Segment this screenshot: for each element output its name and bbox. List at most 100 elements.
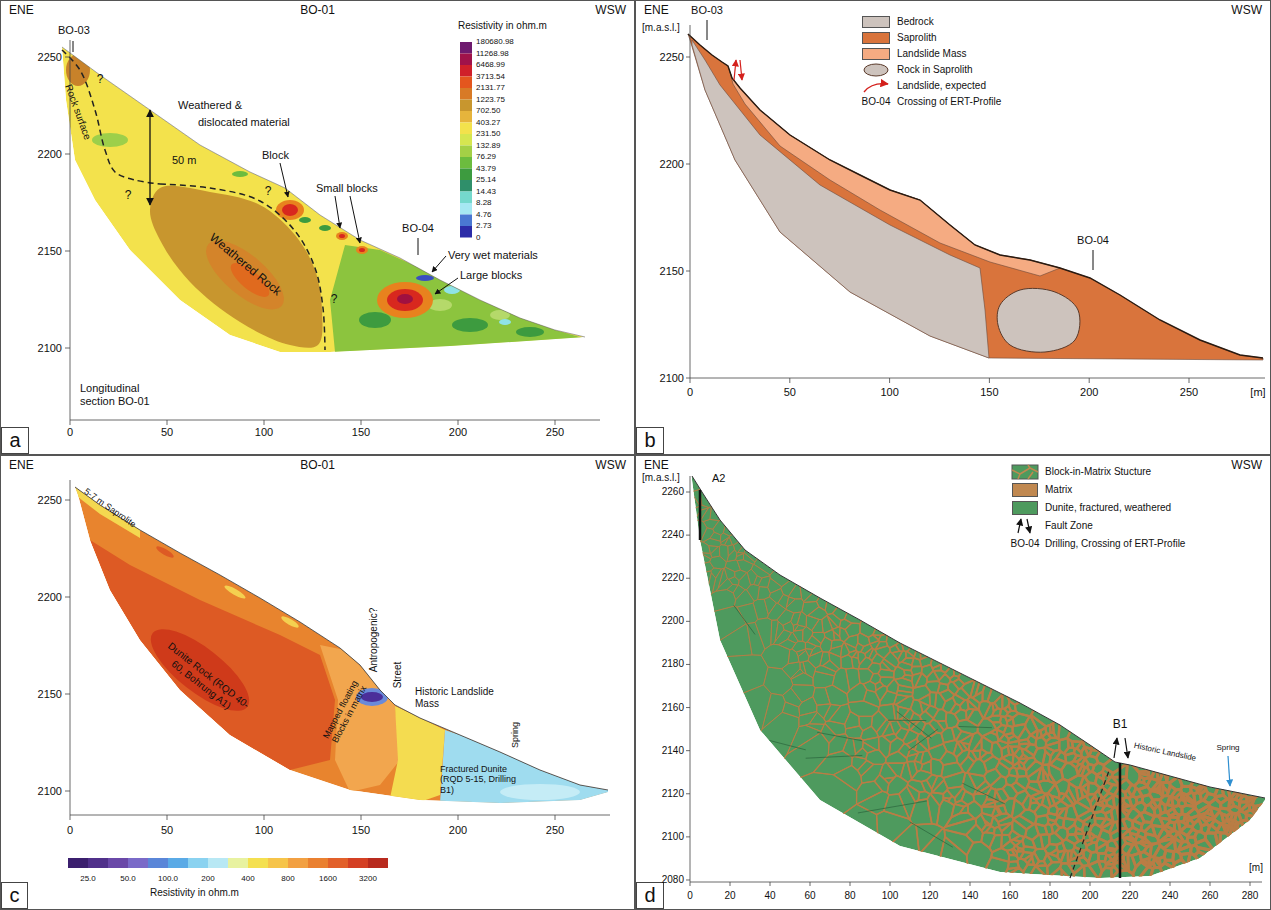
matrix-cell	[975, 857, 1009, 890]
matrix-cell	[915, 673, 928, 688]
matrix-cell	[680, 685, 771, 854]
matrix-cell	[846, 668, 860, 690]
matrix-cell	[1048, 784, 1059, 798]
landslide-mass	[730, 72, 1060, 276]
axis-tick-mark	[70, 420, 71, 425]
colorbar-step	[460, 169, 472, 181]
axis-tick: 2150	[38, 245, 62, 258]
matrix-cell	[813, 751, 852, 775]
axis-tick: 0	[687, 386, 693, 399]
matrix-cell	[946, 712, 959, 728]
fracture-line	[910, 822, 953, 847]
matrix-cell	[982, 645, 1006, 701]
colorbar-step	[460, 111, 472, 123]
matrix-cell	[1220, 833, 1259, 890]
annotation: Street	[392, 662, 404, 689]
matrix-cell	[764, 667, 793, 695]
anomaly	[139, 616, 261, 725]
matrix-cell	[896, 728, 909, 741]
axis-tick-mark	[690, 882, 691, 886]
axis-tick: 2180	[662, 659, 684, 671]
axis-tick: 120	[922, 890, 939, 902]
matrix-cell	[844, 460, 955, 624]
colorbar-step	[460, 226, 472, 238]
axis-tick-mark	[810, 882, 811, 886]
anomaly	[195, 229, 294, 321]
block	[359, 248, 365, 252]
matrix-cell	[1117, 820, 1126, 829]
colorbar-value: 800	[281, 874, 294, 883]
colorbar-step	[68, 858, 88, 868]
colorbar-step	[460, 203, 472, 215]
axis-tick-mark	[65, 348, 70, 349]
matrix-cell	[824, 629, 834, 640]
colorbar-step	[328, 858, 348, 868]
axis-tick-mark	[890, 882, 891, 886]
axis-tick-mark	[686, 664, 690, 665]
axis-tick: 2200	[38, 591, 62, 604]
matrix-cell	[1224, 531, 1270, 799]
matrix-cell	[1107, 777, 1119, 786]
matrix-cell	[809, 712, 825, 724]
legend-sample-line	[864, 84, 888, 92]
matrix-cell	[927, 775, 938, 789]
matrix-cell	[1058, 808, 1067, 819]
matrix-cell	[931, 628, 950, 668]
colorbar-step	[460, 215, 472, 227]
anomaly	[223, 583, 247, 600]
matrix-cell	[976, 663, 994, 696]
matrix-cell	[1246, 815, 1271, 839]
matrix-cell	[1181, 793, 1184, 800]
colorbar	[68, 858, 388, 868]
dunite-body	[692, 476, 1265, 878]
axis-tick-mark	[686, 164, 690, 165]
axis-tick-mark	[770, 882, 771, 886]
panel-letter-box: b	[636, 427, 664, 454]
axis-tick: 40	[764, 890, 775, 902]
matrix-cell	[861, 644, 872, 654]
matrix-cell	[803, 627, 813, 643]
legend-swatch	[862, 16, 890, 28]
colorbar-step	[288, 858, 308, 868]
axis-tick: 250	[1180, 386, 1198, 399]
matrix-cell	[1134, 814, 1145, 825]
matrix-cell	[1150, 800, 1157, 809]
axis-tick-mark	[686, 621, 690, 622]
colorbar-step	[460, 146, 472, 158]
matrix-cell	[1049, 833, 1063, 845]
ground-surface	[62, 47, 585, 337]
matrix-cell	[840, 627, 849, 642]
axis-tick-mark	[1250, 882, 1251, 886]
matrix-cell	[887, 775, 908, 794]
axis-tick-mark	[686, 535, 690, 536]
matrix-cell	[719, 545, 728, 562]
annotation: dislocated material	[198, 116, 290, 129]
matrix-cell	[1169, 776, 1182, 790]
legend-label: Matrix	[1045, 484, 1072, 496]
line	[1030, 468, 1038, 472]
axis-tick-mark	[264, 815, 265, 820]
panel-letter-box: c	[1, 882, 28, 909]
matrix-cell	[680, 655, 768, 719]
matrix-cell	[1121, 808, 1130, 816]
ert-section	[75, 487, 608, 806]
matrix-cell	[725, 560, 740, 572]
illustration-part	[1012, 465, 1038, 479]
matrix-cell	[1022, 795, 1031, 810]
matrix-cell	[1047, 862, 1062, 878]
matrix-cell	[812, 619, 823, 632]
axis-tick: 260	[1202, 890, 1219, 902]
colorbar-step	[460, 88, 472, 100]
axis-tick-mark	[1050, 882, 1051, 886]
legend-label: Rock in Saprolith	[897, 64, 973, 76]
axis-tick-mark	[889, 378, 890, 383]
matrix-cell	[711, 547, 720, 558]
axis-tick: 250	[546, 426, 564, 439]
borehole-label: A2	[712, 472, 725, 485]
colorbar-step	[368, 858, 388, 868]
matrix-cell	[825, 721, 846, 735]
matrix-cell	[1049, 750, 1060, 765]
landslide-zone	[390, 706, 445, 802]
matrix-cell	[1099, 868, 1112, 890]
axis-tick: 2080	[662, 874, 684, 886]
